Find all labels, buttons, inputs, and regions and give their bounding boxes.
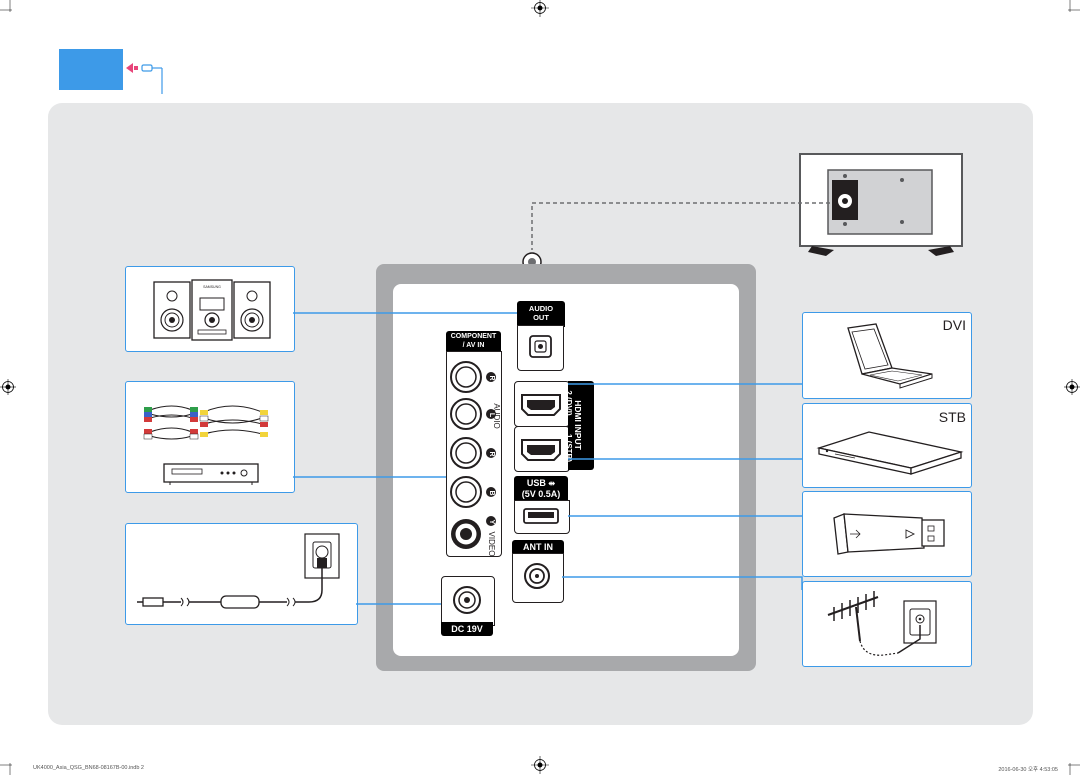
audio-r-jack[interactable]	[450, 361, 482, 393]
optical-port-icon	[529, 335, 552, 358]
registration-mark-bottom-icon	[531, 756, 549, 774]
tv-back-icon	[799, 153, 963, 256]
line-ant-in	[562, 576, 803, 590]
stb-label: STB	[938, 409, 966, 425]
cable-plug-icon	[126, 63, 163, 94]
usb-connector-icon	[523, 508, 559, 524]
stereo-system-icon	[153, 279, 271, 341]
video-y-jack[interactable]	[451, 519, 481, 549]
hdmi-connector-icon	[521, 439, 561, 461]
registration-mark-right-icon	[1064, 379, 1080, 395]
usb-drive-icon	[833, 513, 945, 555]
set-top-box-icon	[816, 431, 964, 475]
dc-jack-icon	[453, 586, 481, 614]
tv-jack-dashed-line	[531, 202, 830, 250]
registration-mark-left-icon	[0, 379, 16, 395]
dvi-label: DVI	[942, 317, 966, 333]
av-cables-icon	[143, 405, 269, 440]
footer-right-text: 2016-06-30 오후 4:53:05	[998, 767, 1058, 773]
antenna-box	[802, 581, 972, 667]
component-av-in-label: COMPONENT / AV IN	[446, 331, 501, 353]
usb-symbol-icon: ⇹	[548, 479, 556, 488]
stereo-brand-label: SAMSUNG	[203, 285, 221, 289]
registration-mark-top-icon	[531, 0, 549, 17]
connection-header-square	[59, 49, 123, 90]
footer-left-text: UK4000_Asia_QSG_BN68-08167B-00.indb 2	[33, 765, 144, 771]
power-adapter-icon	[137, 533, 340, 609]
usb-label: USB ⇹ (5V 0.5A)	[514, 476, 568, 502]
hdmi-connector-icon	[521, 394, 561, 416]
component-jacks	[450, 361, 496, 549]
audio-l-jack[interactable]	[450, 398, 482, 430]
hdmi-label-bar	[568, 381, 594, 470]
ant-in-label: ANT IN	[512, 540, 564, 554]
dc-19v-label: DC 19V	[441, 622, 493, 636]
audio-out-port[interactable]	[517, 325, 564, 371]
antenna-icon	[827, 591, 937, 656]
pr-jack[interactable]	[450, 437, 482, 469]
coax-jack-icon	[524, 563, 550, 589]
laptop-icon	[847, 323, 933, 389]
dvd-player-icon	[163, 463, 259, 485]
audio-out-label: AUDIO OUT	[517, 301, 565, 327]
pb-jack[interactable]	[450, 476, 482, 508]
